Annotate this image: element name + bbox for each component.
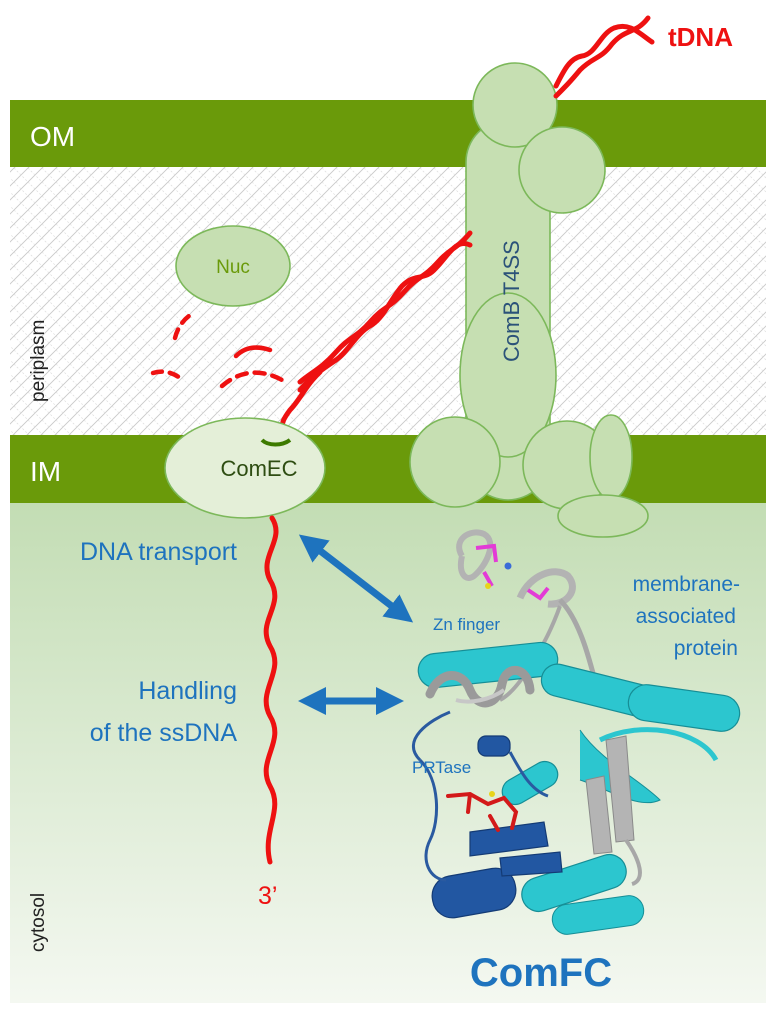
dna-transport-arrow	[298, 534, 414, 623]
comec-label: ComEC	[220, 456, 297, 481]
periplasm-region	[10, 167, 766, 435]
outer-membrane	[10, 100, 766, 167]
tdna-label: tDNA	[668, 22, 733, 52]
membrane-protein-label-line1: membrane-	[633, 573, 740, 596]
ssdna-strand	[263, 515, 279, 865]
zn-finger-label: Zn finger	[433, 615, 500, 634]
membrane-protein-label-line3: protein	[674, 637, 738, 660]
nuc-enzyme	[175, 225, 291, 307]
comb-t4ss-complex	[409, 62, 649, 538]
dna-transport-label: DNA transport	[80, 538, 237, 566]
comb-t4ss-label: ComB T4SS	[499, 240, 524, 362]
tdna-double-helix	[279, 15, 655, 435]
handling-label-line2: of the ssDNA	[90, 719, 238, 747]
three-prime-label: 3’	[258, 882, 277, 910]
comec-dna-hook	[260, 438, 292, 447]
handling-label-line1: Handling	[138, 677, 237, 705]
cytosol-label: cytosol	[28, 893, 49, 952]
om-label: OM	[30, 121, 75, 152]
inner-membrane	[10, 435, 766, 503]
nuc-label: Nuc	[216, 257, 250, 278]
dna-fragments	[150, 311, 285, 389]
prtase-label: PRTase	[412, 758, 471, 777]
im-label: IM	[30, 456, 61, 487]
periplasm-label: periplasm	[28, 320, 49, 402]
comfc-label: ComFC	[470, 951, 612, 995]
comfc-structure	[412, 529, 741, 935]
membrane-protein-label-line2: associated	[636, 605, 736, 628]
